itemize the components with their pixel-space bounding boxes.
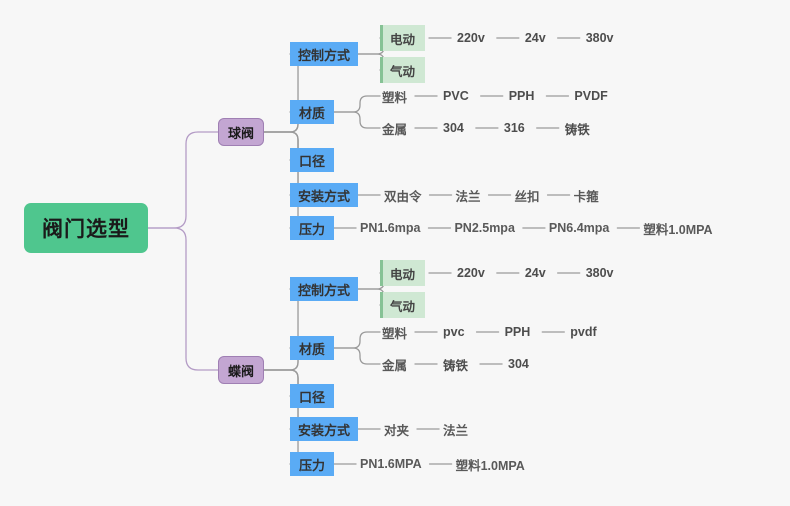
leaf-node[interactable]: 铸铁 — [443, 358, 469, 373]
leaf-node[interactable]: 双由令 — [384, 189, 422, 204]
attribute-node-控制方式[interactable]: 控制方式 — [290, 42, 359, 66]
leaf-node[interactable]: 法兰 — [455, 189, 481, 204]
leaf-node[interactable]: 法兰 — [443, 423, 469, 438]
attribute-node-口径[interactable]: 口径 — [290, 384, 334, 408]
connector — [147, 227, 219, 371]
leaf-node[interactable]: PN2.5mpa — [454, 221, 515, 235]
leaf-node[interactable]: 316 — [503, 121, 525, 135]
leaf-node[interactable]: PN6.4mpa — [548, 221, 610, 235]
connector — [147, 131, 219, 229]
group-node-金属[interactable]: 金属 — [382, 358, 408, 373]
leaf-node[interactable]: pvdf — [570, 325, 597, 339]
attribute-node-材质[interactable]: 材质 — [290, 336, 334, 360]
connector — [333, 111, 381, 129]
leaf-node[interactable]: PN1.6mpa — [360, 221, 421, 235]
connector — [333, 347, 381, 365]
branch-node-butterfly-valve[interactable]: 蝶阀 — [218, 356, 265, 384]
connector — [333, 331, 381, 349]
branch-node-ball-valve[interactable]: 球阀 — [218, 118, 265, 146]
leaf-node[interactable]: PPH — [504, 325, 531, 339]
leaf-node[interactable]: 24v — [524, 266, 546, 280]
connector — [263, 131, 307, 229]
leaf-node[interactable]: 卡箍 — [573, 189, 599, 204]
leaf-node[interactable]: PVC — [443, 89, 469, 103]
leaf-node[interactable]: 220v — [457, 266, 485, 280]
leaf-node[interactable]: 塑料1.0MPA — [455, 458, 525, 473]
connector — [333, 95, 381, 113]
group-node-气动[interactable]: 气动 — [380, 292, 426, 318]
leaf-node[interactable]: PN1.6MPA — [360, 457, 422, 471]
leaf-node[interactable]: 304 — [443, 121, 464, 135]
leaf-node[interactable]: 对夹 — [384, 423, 410, 438]
leaf-node[interactable]: 24v — [524, 31, 546, 45]
group-node-电动[interactable]: 电动 — [380, 260, 426, 286]
leaf-node[interactable]: 220v — [457, 31, 485, 45]
group-node-塑料[interactable]: 塑料 — [382, 90, 408, 105]
leaf-node[interactable]: 380v — [585, 31, 614, 45]
leaf-node[interactable]: 304 — [508, 357, 529, 371]
leaf-node[interactable]: 塑料1.0MPA — [643, 222, 713, 237]
attribute-node-口径[interactable]: 口径 — [290, 148, 334, 172]
attribute-node-安装方式[interactable]: 安装方式 — [290, 183, 359, 207]
group-node-气动[interactable]: 气动 — [380, 57, 426, 83]
group-node-塑料[interactable]: 塑料 — [382, 326, 408, 341]
attribute-node-压力[interactable]: 压力 — [290, 216, 334, 240]
attribute-node-安装方式[interactable]: 安装方式 — [290, 417, 359, 441]
leaf-node[interactable]: pvc — [443, 325, 465, 339]
group-node-电动[interactable]: 电动 — [380, 25, 426, 51]
leaf-node[interactable]: 铸铁 — [564, 122, 590, 137]
root-node[interactable]: 阀门选型 — [24, 203, 148, 253]
attribute-node-压力[interactable]: 压力 — [290, 452, 334, 476]
attribute-node-控制方式[interactable]: 控制方式 — [290, 277, 359, 301]
group-node-金属[interactable]: 金属 — [382, 122, 408, 137]
leaf-node[interactable]: PVDF — [574, 89, 608, 103]
attribute-node-材质[interactable]: 材质 — [290, 100, 334, 124]
leaf-node[interactable]: 380v — [585, 266, 614, 280]
leaf-node[interactable]: PPH — [508, 89, 535, 103]
leaf-node[interactable]: 丝扣 — [514, 189, 540, 204]
